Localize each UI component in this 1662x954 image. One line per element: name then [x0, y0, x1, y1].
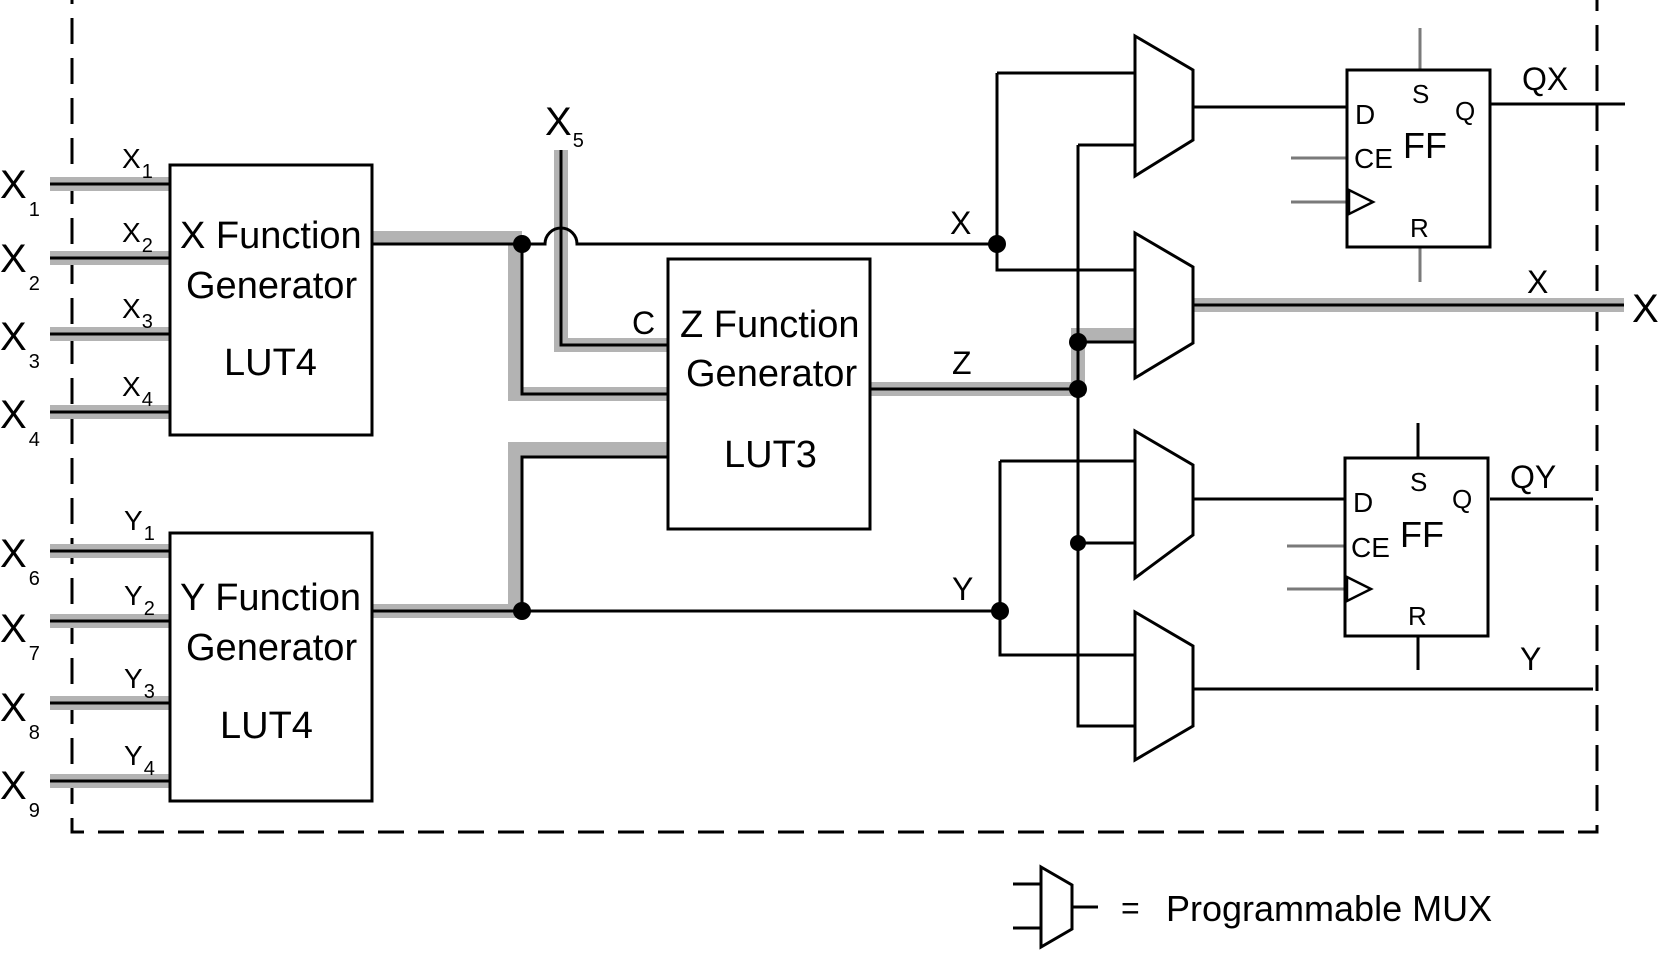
- ff-control-wires: [1287, 28, 1422, 670]
- svg-text:X Function: X Function: [180, 215, 362, 257]
- y-function-generator: Y Function Generator LUT4: [168, 531, 374, 803]
- junction-dot: [1069, 333, 1087, 351]
- pin-label: X2: [122, 217, 153, 257]
- left-input-labels: X1 X2 X3 X4 X6 X7 X8 X9: [0, 163, 40, 822]
- svg-text:Programmable MUX: Programmable MUX: [1166, 888, 1492, 929]
- input-label: X7: [0, 607, 40, 665]
- input-label: X9: [0, 764, 40, 822]
- pin-label: X3: [122, 293, 153, 333]
- signal-y-label: Y: [952, 571, 973, 607]
- svg-text:D: D: [1353, 487, 1373, 518]
- pin-label: Y3: [124, 663, 155, 703]
- legend: = Programmable MUX: [1013, 864, 1492, 950]
- clock-triangle-icon: [1347, 187, 1376, 217]
- x-gen-pin-labels: X1 X2 X3 X4: [122, 143, 153, 411]
- svg-text:Q: Q: [1455, 96, 1475, 126]
- flipflop-qy: D S Q CE FF R: [1343, 456, 1490, 638]
- junction-dots: [513, 235, 1087, 620]
- svg-text:Q: Q: [1452, 484, 1472, 514]
- svg-text:Generator: Generator: [186, 627, 357, 669]
- junction-dot: [1069, 380, 1087, 398]
- svg-text:Generator: Generator: [686, 353, 857, 395]
- svg-text:CE: CE: [1354, 143, 1393, 174]
- svg-text:FF: FF: [1400, 514, 1444, 555]
- signal-x-label: X: [950, 205, 971, 241]
- svg-text:S: S: [1412, 79, 1429, 109]
- svg-text:CE: CE: [1351, 532, 1390, 563]
- input-label: X1: [0, 163, 40, 221]
- input-label: X8: [0, 686, 40, 744]
- junction-dot: [1070, 535, 1086, 551]
- svg-text:R: R: [1410, 213, 1429, 243]
- svg-text:S: S: [1410, 467, 1427, 497]
- clb-boundary: [70, 0, 1599, 834]
- pin-label: X4: [122, 371, 153, 411]
- input-label: X6: [0, 532, 40, 590]
- junction-dot: [988, 235, 1006, 253]
- x-function-generator: X Function Generator LUT4: [168, 163, 374, 437]
- z-gen-c-pin-label: C: [632, 305, 655, 341]
- svg-text:Generator: Generator: [186, 265, 357, 307]
- mux-qx: [1133, 33, 1195, 179]
- mux-legend-icon: [1039, 864, 1074, 950]
- input-label: X2: [0, 237, 40, 295]
- svg-text:=: =: [1121, 890, 1140, 926]
- multiplexers: [1133, 33, 1195, 763]
- junction-dot: [991, 602, 1009, 620]
- svg-text:LUT3: LUT3: [724, 434, 817, 476]
- wires: [50, 71, 1625, 783]
- signal-z-label: Z: [952, 345, 972, 381]
- output-x-outer-label: X: [1632, 287, 1659, 331]
- svg-text:LUT4: LUT4: [224, 342, 317, 384]
- x5-label: X5: [545, 100, 584, 152]
- junction-dot: [513, 602, 531, 620]
- svg-text:LUT4: LUT4: [220, 705, 313, 747]
- svg-text:R: R: [1408, 601, 1427, 631]
- flipflop-qx: D S Q CE FF R: [1345, 68, 1492, 249]
- output-y-label: Y: [1520, 641, 1541, 677]
- input-label: X4: [0, 393, 40, 451]
- output-x-inner-label: X: [1527, 264, 1548, 300]
- y-gen-pin-labels: Y1 Y2 Y3 Y4: [124, 505, 155, 780]
- pin-label: Y2: [124, 580, 155, 620]
- svg-text:Z Function: Z Function: [680, 304, 860, 346]
- junction-dot: [513, 235, 531, 253]
- svg-text:FF: FF: [1403, 125, 1447, 166]
- mux-y-out: [1133, 609, 1195, 763]
- clock-triangle-icon: [1345, 574, 1374, 604]
- output-qx-label: QX: [1522, 61, 1568, 97]
- pin-label: X1: [122, 143, 153, 183]
- svg-text:D: D: [1355, 99, 1375, 130]
- svg-text:Y Function: Y Function: [180, 577, 361, 619]
- input-label: X3: [0, 315, 40, 373]
- output-qy-label: QY: [1510, 459, 1556, 495]
- pin-label: Y4: [124, 740, 155, 780]
- pin-label: Y1: [124, 505, 155, 545]
- mux-x-out: [1133, 230, 1195, 381]
- z-function-generator: Z Function Generator LUT3 C: [632, 257, 872, 531]
- mux-qy: [1133, 428, 1195, 581]
- signal-labels: X Z Y X X Y QX QY: [950, 61, 1659, 677]
